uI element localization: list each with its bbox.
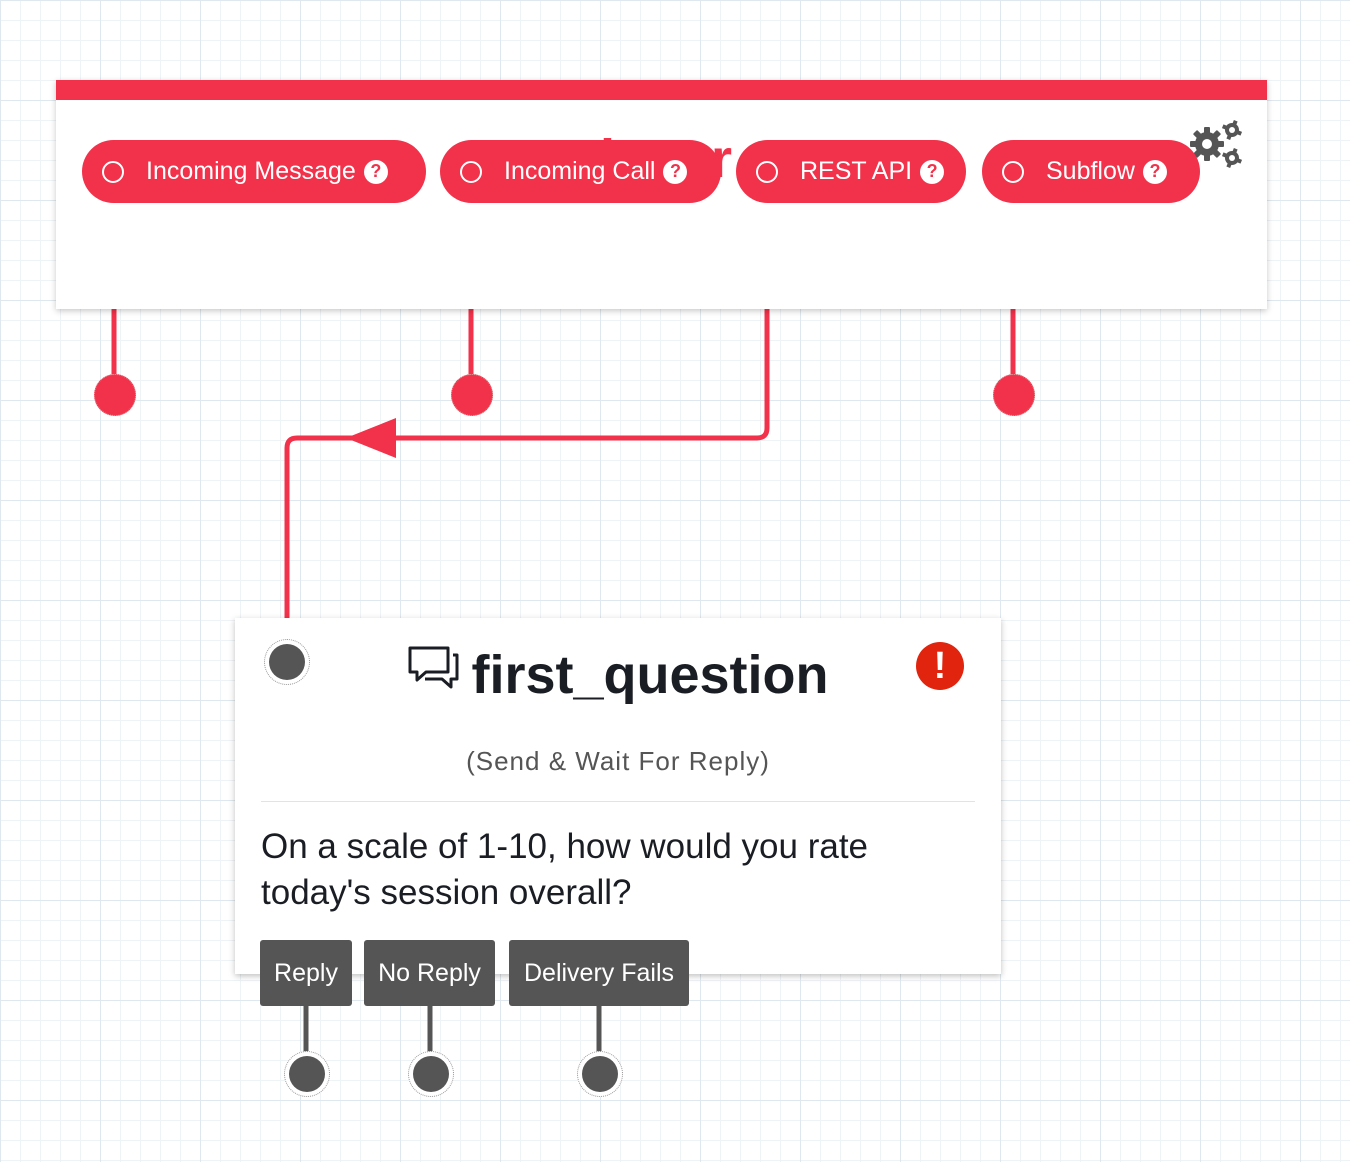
widget-type-label: (Send & Wait For Reply) <box>466 746 770 776</box>
radio-icon[interactable] <box>102 160 124 183</box>
divider <box>261 801 975 802</box>
help-icon[interactable]: ? <box>663 159 688 184</box>
subflow-connector-handle[interactable] <box>993 374 1035 416</box>
first-question-widget[interactable]: first_question ! (Send & Wait For Reply)… <box>235 618 1001 974</box>
radio-icon[interactable] <box>460 160 482 183</box>
gears-icon[interactable] <box>1187 118 1245 172</box>
delivery-fails-connector-handle[interactable] <box>577 1051 623 1097</box>
incoming-message-connector-handle[interactable] <box>94 374 136 416</box>
widget-message-body: On a scale of 1-10, how would you rate t… <box>261 827 869 912</box>
chat-bubbles-icon <box>408 646 459 689</box>
alert-icon[interactable]: ! <box>916 642 964 690</box>
help-icon[interactable]: ? <box>1142 159 1167 184</box>
help-icon[interactable]: ? <box>363 159 388 184</box>
transition-reply-button[interactable]: Reply <box>260 940 352 1006</box>
radio-icon[interactable] <box>1002 160 1024 183</box>
incoming-call-connector-handle[interactable] <box>451 374 493 416</box>
trigger-rest-api-button[interactable]: REST API ? <box>736 140 966 203</box>
trigger-incoming-message-button[interactable]: Incoming Message ? <box>82 140 426 203</box>
widget-input-connector-handle[interactable] <box>264 639 310 685</box>
radio-icon[interactable] <box>756 160 778 183</box>
transition-no-reply-button[interactable]: No Reply <box>364 940 495 1006</box>
reply-connector-handle[interactable] <box>284 1051 330 1097</box>
help-icon[interactable]: ? <box>920 159 945 184</box>
transition-delivery-fails-button[interactable]: Delivery Fails <box>509 940 689 1006</box>
widget-title: first_question <box>235 644 1001 706</box>
no-reply-connector-handle[interactable] <box>408 1051 454 1097</box>
trigger-incoming-call-button[interactable]: Incoming Call ? <box>440 140 721 203</box>
trigger-subflow-button[interactable]: Subflow ? <box>982 140 1200 203</box>
wire-arrow-icon <box>346 418 396 458</box>
